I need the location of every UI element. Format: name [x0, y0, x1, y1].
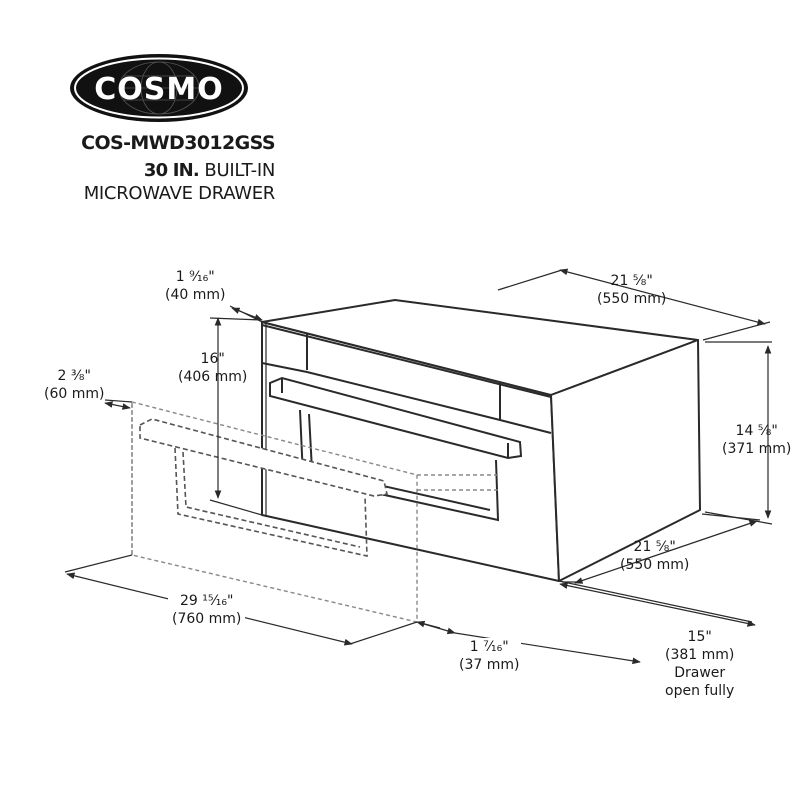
- dim-drawer-gap-imperial: 1 ⁷⁄₁₆": [469, 639, 509, 655]
- dim-drawer-travel-note2: open fully: [665, 683, 735, 699]
- open-drawer-handle: [139, 418, 388, 497]
- dim-drawer-gap: 1 ⁷⁄₁₆" (37 mm): [457, 638, 522, 674]
- dim-top-depth: 21 ⅝" (550 mm): [597, 272, 666, 308]
- dim-side-height-imperial: 14 ⅝": [735, 423, 778, 439]
- product-type-line1: BUILT-IN: [198, 160, 275, 181]
- logo-globe-lines: [118, 61, 200, 115]
- dim-drawer-travel-metric: (381 mm): [665, 647, 735, 663]
- dim-drawer-travel-note1: Drawer: [674, 665, 726, 681]
- model-number: COS-MWD3012GSS: [81, 132, 276, 154]
- logo-text: COSMO: [94, 72, 223, 107]
- dim-side-height-metric: (371 mm): [722, 441, 792, 457]
- dim-front-thickness: 1 ⁹⁄₁₆" (40 mm): [165, 268, 225, 304]
- dim-bottom-depth-metric: (550 mm): [620, 557, 690, 573]
- dim-side-height: 14 ⅝" (371 mm): [722, 422, 791, 458]
- product-size: 30 IN.: [143, 160, 200, 181]
- logo-inner-ring: [74, 57, 244, 119]
- dim-handle-projection-imperial: 2 ⅜": [57, 368, 91, 384]
- dim-front-height-metric: (406 mm): [178, 369, 248, 385]
- dim-front-height-imperial: 16": [200, 351, 225, 367]
- dim-front-thickness-imperial: 1 ⁹⁄₁₆": [175, 269, 215, 285]
- door-handle: [269, 376, 523, 460]
- dimension-lines: [66, 268, 772, 665]
- dim-width: 29 ¹⁵⁄₁₆" (760 mm): [168, 592, 246, 628]
- dim-width-imperial: 29 ¹⁵⁄₁₆": [179, 593, 234, 609]
- cosmo-logo: COSMO: [70, 54, 248, 122]
- dim-drawer-travel-imperial: 15": [687, 629, 712, 645]
- dim-front-height: 16" (406 mm): [178, 350, 247, 386]
- dim-front-thickness-metric: (40 mm): [165, 287, 226, 303]
- dim-handle-projection-metric: (60 mm): [44, 386, 105, 402]
- dim-drawer-gap-metric: (37 mm): [459, 657, 520, 673]
- dim-top-depth-imperial: 21 ⅝": [610, 273, 653, 289]
- dim-drawer-travel: 15" (381 mm) Drawer open fully: [665, 628, 734, 700]
- product-subtitle-line2: MICROWAVE DRAWER: [83, 183, 276, 204]
- dim-bottom-depth-imperial: 21 ⅝": [633, 539, 676, 555]
- dim-bottom-depth: 21 ⅝" (550 mm): [620, 538, 689, 574]
- dim-top-depth-metric: (550 mm): [597, 291, 667, 307]
- dim-handle-projection: 2 ⅜" (60 mm): [44, 367, 104, 403]
- product-subtitle-line1: 30 IN. BUILT-IN: [144, 160, 275, 181]
- open-drawer-window: [174, 447, 368, 558]
- dim-width-metric: (760 mm): [172, 611, 242, 627]
